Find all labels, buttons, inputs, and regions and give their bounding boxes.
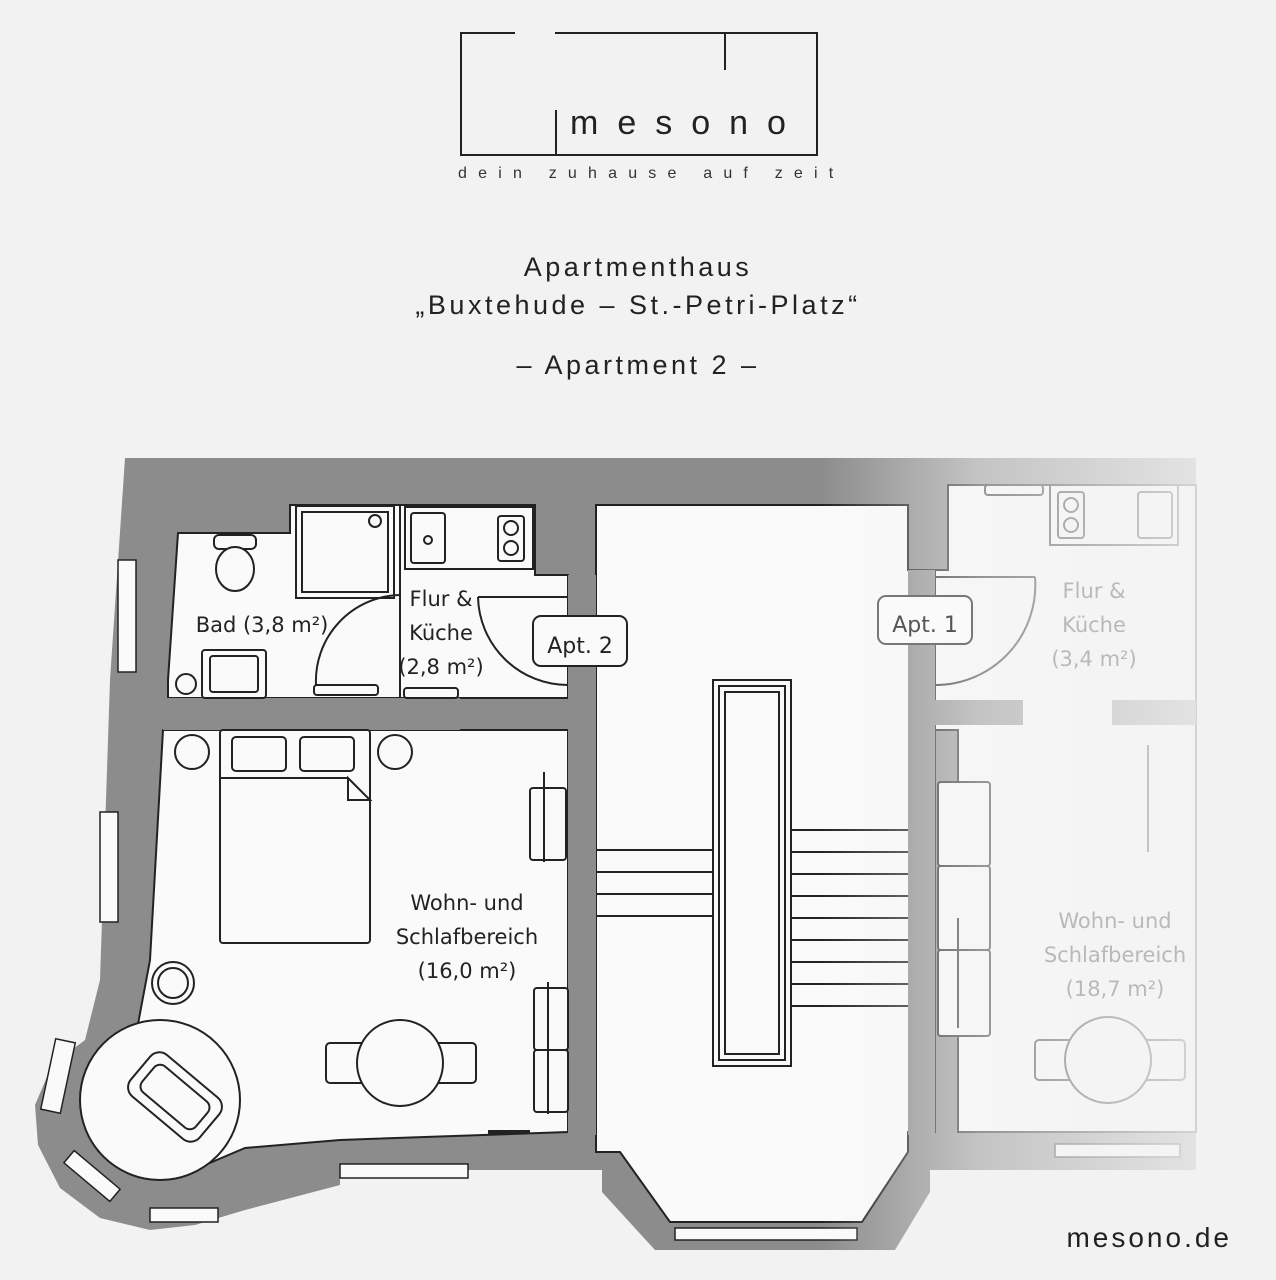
sofa-seat-1 bbox=[533, 987, 569, 1051]
pillow-left bbox=[231, 736, 287, 772]
apartment-title: – Apartment 2 – bbox=[516, 350, 760, 380]
room-label-living-line1: Wohn- und bbox=[410, 891, 523, 915]
bed bbox=[219, 729, 371, 944]
staircase bbox=[596, 679, 908, 1067]
brand-logo-word: mesono bbox=[570, 104, 805, 142]
bedroom-furniture bbox=[79, 729, 569, 1181]
neighbor-label-living-line1: Wohn- und bbox=[1058, 909, 1171, 933]
dining-table bbox=[356, 1019, 444, 1107]
neighbor-label-hall-line2: Küche bbox=[1062, 613, 1126, 637]
room-label-bath: Bad (3,8 m²) bbox=[196, 613, 329, 637]
radiator-1 bbox=[313, 684, 379, 696]
stair-wall bbox=[568, 575, 596, 1135]
room-label-living-line2: Schlafbereich bbox=[396, 925, 538, 949]
bath-door-swing bbox=[314, 594, 401, 686]
room-label-living-area: (16,0 m²) bbox=[418, 959, 517, 983]
neighbor-fade-overlay bbox=[820, 440, 1276, 1280]
website-link[interactable]: mesono.de bbox=[1066, 1222, 1232, 1253]
kitchen-fixtures bbox=[313, 506, 534, 699]
wardrobe bbox=[529, 787, 567, 861]
apt1-tag: Apt. 1 bbox=[877, 595, 973, 645]
brand-logo-frame bbox=[460, 32, 818, 156]
svg-text:Apt. 1: Apt. 1 bbox=[892, 613, 958, 638]
svg-text:Apt. 2: Apt. 2 bbox=[547, 634, 613, 659]
building-title: Apartmenthaus bbox=[523, 252, 753, 282]
nightstand-left bbox=[174, 734, 210, 770]
neighbor-label-living-line2: Schlafbereich bbox=[1044, 943, 1186, 967]
sofa-seat-2 bbox=[533, 1049, 569, 1113]
floor-plan: Apt. 2 Apt. 1 Bad (3,8 m²) Flur & Küche … bbox=[35, 440, 1276, 1280]
shower-drain bbox=[368, 514, 382, 528]
neighbor-label-living-area: (18,7 m²) bbox=[1066, 977, 1165, 1001]
windows-left bbox=[39, 559, 1181, 1241]
nightstand-right bbox=[377, 734, 413, 770]
apt2-tag: Apt. 2 bbox=[532, 615, 628, 667]
room-label-hall-line2: Küche bbox=[409, 621, 473, 645]
brand-tagline: dein zuhause auf zeit bbox=[458, 165, 845, 182]
radiator-2 bbox=[403, 687, 459, 699]
neighbor-label-hall-line1: Flur & bbox=[1063, 579, 1126, 603]
room-label-hall-area: (2,8 m²) bbox=[398, 655, 483, 679]
neighbor-label-hall-area: (3,4 m²) bbox=[1051, 647, 1136, 671]
pillow-right bbox=[299, 736, 355, 772]
washer bbox=[175, 673, 197, 695]
building-name: „Buxtehude – St.-Petri-Platz“ bbox=[415, 290, 861, 320]
toilet bbox=[215, 546, 255, 592]
room-label-hall-line1: Flur & bbox=[410, 587, 473, 611]
bath-fixtures bbox=[175, 505, 395, 699]
